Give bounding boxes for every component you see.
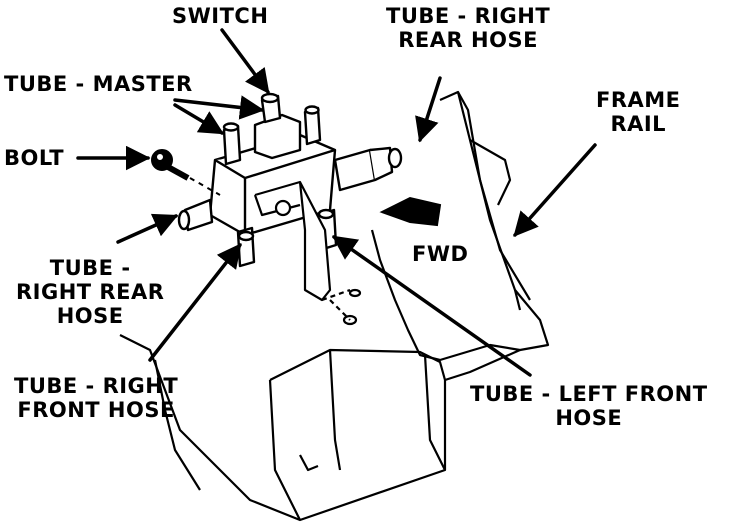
label-line: FRAME <box>596 88 681 112</box>
proportioning-valve-switch <box>177 92 403 268</box>
label-fwd: FWD <box>412 242 469 266</box>
bolt <box>151 149 221 196</box>
fwd-arrow-icon <box>379 196 442 227</box>
label-line: HOSE <box>56 304 124 328</box>
label-tube-left-front-hose: TUBE - LEFT FRONT HOSE <box>470 382 708 430</box>
label-line: TUBE - RIGHT <box>386 4 551 28</box>
label-switch: SWITCH <box>172 4 269 28</box>
label-line: RIGHT REAR <box>16 280 165 304</box>
label-tube-right-rear-hose-left: TUBE - RIGHT REAR HOSE <box>16 256 164 328</box>
label-line: TUBE - RIGHT <box>14 374 179 398</box>
label-bolt: BOLT <box>4 146 65 170</box>
leader-lines <box>76 28 597 377</box>
label-tube-right-front-hose: TUBE - RIGHT FRONT HOSE <box>14 374 178 422</box>
label-tube-right-rear-hose-top: TUBE - RIGHT REAR HOSE <box>386 4 550 52</box>
label-line: TUBE - LEFT FRONT <box>470 382 708 406</box>
label-tube-master: TUBE - MASTER <box>4 72 193 96</box>
label-line: HOSE <box>555 406 623 430</box>
label-frame-rail: FRAME RAIL <box>596 88 681 136</box>
lower-mounting-plate <box>119 334 521 522</box>
label-line: FRONT HOSE <box>17 398 175 422</box>
label-line: REAR HOSE <box>398 28 538 52</box>
mounting-tab <box>253 180 362 326</box>
label-line: TUBE - <box>49 256 131 280</box>
label-line: RAIL <box>610 112 667 136</box>
